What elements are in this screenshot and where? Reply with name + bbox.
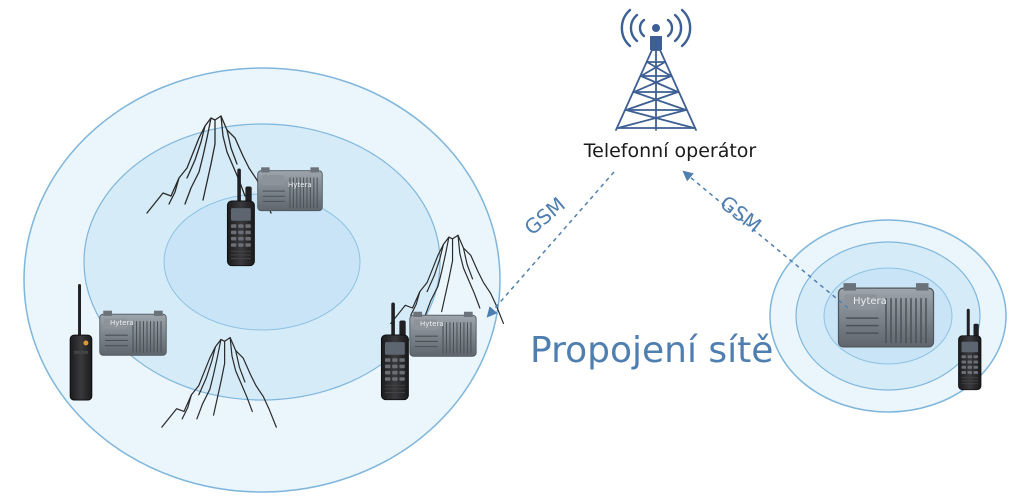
network-interconnection-label: Propojení sítě	[530, 330, 774, 371]
repeater-icon: Hytera	[409, 311, 477, 357]
svg-text:Hytera: Hytera	[420, 320, 444, 328]
repeater-icon: Hytera	[257, 166, 323, 212]
svg-text:Hytera: Hytera	[853, 296, 887, 307]
operator-label: Telefonní operátor	[583, 140, 757, 162]
repeater-icon: Hytera	[837, 282, 935, 348]
repeater-icon: Hytera	[99, 310, 167, 356]
svg-text:Hytera: Hytera	[288, 181, 312, 189]
left-ring-inner	[163, 193, 361, 331]
radio-tower-icon	[615, 8, 697, 131]
svg-text:Hytera: Hytera	[110, 319, 134, 327]
gsm-link-right-arrow	[682, 170, 849, 309]
